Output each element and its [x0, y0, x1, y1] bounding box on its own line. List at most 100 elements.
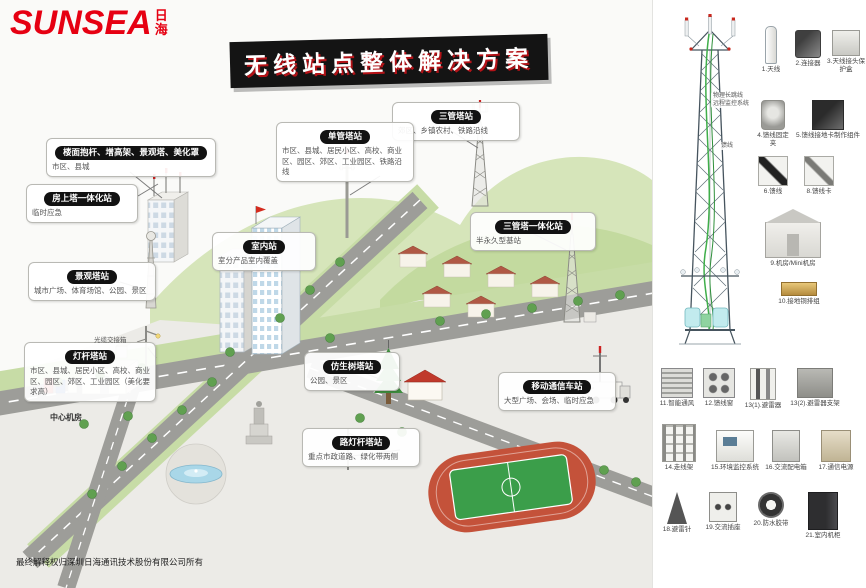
- equipment-label: 21.室内机柜: [805, 532, 841, 539]
- callout-integrated-tower-station: 三管塔一体化站 半永久型基站: [470, 212, 596, 251]
- tower-note-line1: 物理长跳线: [713, 93, 744, 99]
- equipment-item-grounding-kit: 5.馈线接地卡制作组件: [795, 100, 861, 140]
- callout-title: 灯杆塔站: [64, 350, 115, 365]
- callout-title: 路灯杆塔站: [331, 436, 391, 451]
- callout-mobile-comm-vehicle-station: 移动通信车站 大型广场、会场、临时应急: [498, 372, 616, 411]
- callout-rooftop-integrated-station: 房上塔一体化站 临时应急: [26, 184, 138, 223]
- callout-desc: 重点市政道路、绿化带两侧: [308, 452, 398, 462]
- brand-logo: SUNSEA 日 海: [10, 6, 168, 40]
- equipment-label: 10.接地铜排组: [778, 298, 820, 305]
- fiber-box-label: 光缆交接箱: [94, 337, 127, 344]
- equipment-label: 12.馈线窗: [704, 400, 734, 407]
- equipment-item-feeder-clip: 8.馈线卡: [799, 156, 839, 196]
- equipment-label: 19.交流插座: [705, 524, 741, 531]
- tape-icon: [758, 492, 784, 518]
- indoor-cabinet-icon: [808, 492, 838, 530]
- equipment-label: 3.天线接头保护盒: [827, 58, 865, 74]
- callout-title: 室内站: [243, 240, 285, 255]
- brand-name: SUNSEA: [10, 4, 152, 42]
- monument: [245, 401, 273, 445]
- equipment-item-arrester: 13(1).避雷器: [741, 368, 785, 410]
- stadium: [428, 441, 596, 533]
- tower-diagram: [679, 14, 741, 345]
- callout-title: 三管塔站: [430, 110, 481, 125]
- callout-indoor-station: 室内站 室分产品室内覆盖: [212, 232, 316, 271]
- center-room-label: 中心机房: [50, 413, 82, 422]
- city-illustration-area: SUNSEA 日 海 无线站点整体解决方案 楼面抱杆、增高架、景观塔、美化罩 市…: [0, 6, 652, 588]
- equipment-label: 4.馈线固定夹: [757, 132, 789, 148]
- equipment-label: 6.馈线: [763, 188, 783, 195]
- equipment-item-env-monitor: 15.环境监控系统: [709, 430, 761, 472]
- callout-title: 移动通信车站: [523, 380, 591, 395]
- equipment-label: 20.防水胶带: [753, 520, 789, 527]
- equipment-item-lightning-rod: 18.避雷针: [657, 492, 697, 534]
- callout-desc: 市区、县城、居民小区、高校、商业区、园区、郊区、工业园区（美化要求高）: [30, 366, 150, 397]
- equipment-label: 17.通信电源: [818, 464, 854, 471]
- callout-desc: 半永久型基站: [476, 236, 521, 246]
- equipment-label: 14.走线架: [664, 464, 694, 471]
- socket-icon: [709, 492, 737, 522]
- brand-cn-char-1: 日: [154, 8, 168, 23]
- antenna-icon: [765, 26, 777, 64]
- tower-note-line2: 远程监控系统: [713, 101, 750, 108]
- feeder-cables: [703, 33, 715, 331]
- equipment-item-busbar: 10.接地铜排组: [769, 282, 829, 306]
- callout-lamp-pole-tower-station: 灯杆塔站 市区、县城、居民小区、高校、商业区、园区、郊区、工业园区（美化要求高）: [24, 342, 156, 402]
- equipment-label: 2.连接器: [795, 60, 821, 67]
- equipment-item-feeder-cable: 6.馈线: [755, 156, 791, 196]
- equipment-item-ventilation: 11.智能通风: [657, 368, 697, 408]
- power-supply-icon: [821, 430, 851, 462]
- ventilation-icon: [661, 368, 693, 398]
- feeder-window-icon: [703, 368, 735, 398]
- callout-title: 房上塔一体化站: [44, 192, 120, 207]
- callout-landscape-tower-station: 景观塔站 城市广场、体育场馆、公园、景区: [28, 262, 156, 301]
- arrester-icon: [750, 368, 776, 400]
- fountain: [169, 464, 223, 484]
- callout-roof-pole-station: 楼面抱杆、增高架、景观塔、美化罩 市区、县城: [46, 138, 216, 177]
- feeder-clamp-icon: [761, 100, 785, 130]
- equipment-item-arrester-bracket: 13(2).避雷器支架: [787, 368, 843, 408]
- red-roof-house: [403, 369, 447, 401]
- callout-title: 景观塔站: [66, 270, 117, 285]
- footer-note: 最终解释权归深圳日海通讯技术股份有限公司所有: [16, 557, 204, 567]
- equipment-item-antenna: 1.天线: [753, 26, 789, 74]
- equipment-label: 13(1).避雷器: [744, 402, 782, 409]
- equipment-item-socket: 19.交流插座: [701, 492, 745, 532]
- equipment-item-indoor-cabinet: 21.室内机柜: [797, 492, 849, 540]
- callout-title: 仿生树塔站: [322, 360, 382, 375]
- equipment-item-feeder-window: 12.馈线窗: [699, 368, 739, 408]
- brand-cn-char-2: 海: [154, 21, 168, 37]
- brand-name-cn: 日 海: [155, 9, 168, 36]
- arrester-bracket-icon: [797, 368, 833, 398]
- ac-distribution-icon: [772, 430, 800, 462]
- equipment-room-icon: [765, 209, 821, 258]
- houses: [397, 245, 561, 318]
- callout-title: 楼面抱杆、增高架、景观塔、美化罩: [54, 146, 207, 161]
- equipment-item-power-supply: 17.通信电源: [811, 430, 861, 472]
- cable-rack-icon: [662, 424, 696, 462]
- equipment-panel: 物理长跳线 远程监控系统 馈线 1.天线 2.连接器 3.天线接头保护盒 4.馈…: [652, 0, 866, 588]
- callout-bionic-tree-tower-station: 仿生树塔站 公园、景区: [304, 352, 400, 391]
- callout-desc: 郊区、乡镇农村、铁路沿线: [398, 126, 488, 136]
- equipment-label: 5.馈线接地卡制作组件: [796, 132, 860, 139]
- equipment-item-equipment-room: 9.机房/Mini机房: [757, 208, 829, 268]
- tower-base: [679, 307, 741, 345]
- feeder-clip-icon: [804, 156, 834, 186]
- connector-icon: [795, 30, 821, 58]
- callout-desc: 公园、景区: [310, 376, 348, 386]
- callout-desc: 临时应急: [32, 208, 62, 218]
- callout-desc: 室分产品室内覆盖: [218, 256, 278, 266]
- callout-desc: 市区、县城、居民小区、高校、商业区、园区、郊区、工业园区、铁路沿线: [282, 146, 402, 177]
- grounding-kit-icon: [812, 100, 844, 130]
- equipment-label: 9.机房/Mini机房: [770, 260, 816, 267]
- equipment-item-protection-box: 3.天线接头保护盒: [827, 30, 865, 74]
- callout-desc: 大型广场、会场、临时应急: [504, 396, 594, 406]
- equipment-item-tape: 20.防水胶带: [749, 492, 793, 528]
- feeder-cable-icon: [758, 156, 788, 186]
- equipment-label: 15.环境监控系统: [710, 464, 760, 471]
- callout-title: 单管塔站: [319, 130, 370, 145]
- equipment-label: 8.馈线卡: [806, 188, 832, 195]
- equipment-label: 11.智能通风: [659, 400, 695, 407]
- lightning-rod-icon: [667, 492, 687, 524]
